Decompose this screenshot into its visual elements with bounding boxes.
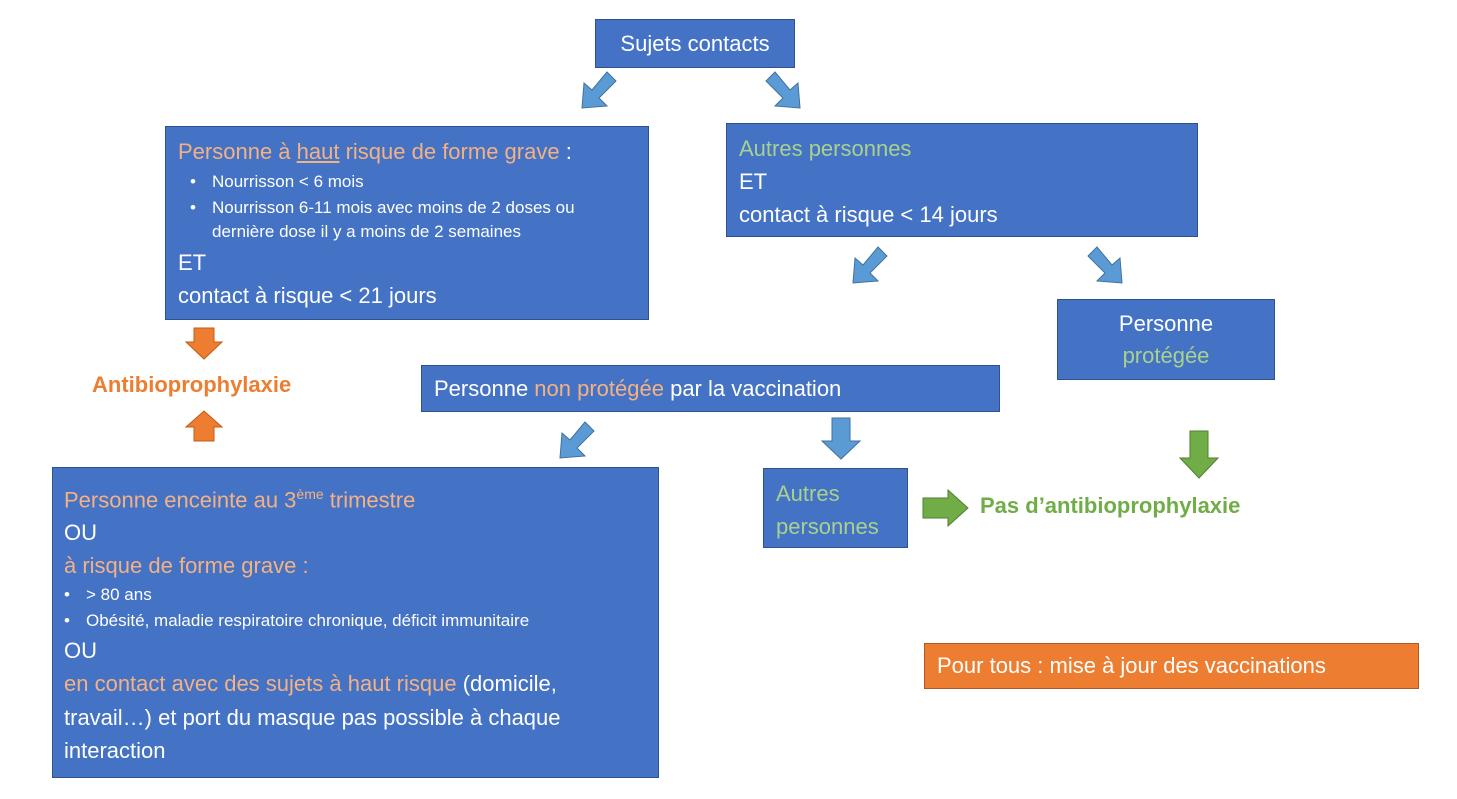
- arrow-down-right-icon: [1087, 246, 1123, 284]
- vaccination-update-box: Pour tous : mise à jour des vaccinations: [924, 643, 1419, 689]
- others-title: Autres personnes: [739, 136, 912, 161]
- arrow-down-right-icon: [765, 71, 801, 109]
- non-protected-label: Personne non protégée par la vaccination: [434, 375, 842, 401]
- pregnant-risk-box: Personne enceinte au 3ème trimestre OU à…: [52, 467, 659, 778]
- others-box: Autres personnes ET contact à risque < 1…: [726, 123, 1198, 237]
- high-risk-title: Personne à haut risque de forme grave :: [178, 139, 572, 164]
- arrow-down-left-icon: [559, 421, 595, 459]
- list-item: Obésité, maladie respiratoire chronique,…: [52, 608, 658, 634]
- non-protected-box: Personne non protégée par la vaccination: [421, 365, 1000, 412]
- risk-title: à risque de forme grave :: [64, 553, 309, 579]
- list-item: > 80 ans: [52, 582, 658, 608]
- arrow-down-left-icon: [581, 71, 617, 109]
- arrow-right-icon: [922, 488, 969, 528]
- ou-label: OU: [64, 520, 97, 546]
- other-persons-line2: personnes: [776, 514, 879, 539]
- high-risk-contact: contact à risque < 21 jours: [178, 283, 437, 308]
- pregnant-line: Personne enceinte au 3ème trimestre: [64, 486, 416, 513]
- arrow-up-icon: [184, 410, 224, 442]
- risk-bullets: > 80 ans Obésité, maladie respiratoire c…: [52, 582, 658, 634]
- arrow-down-icon: [820, 417, 862, 460]
- other-persons-line1: Autres: [776, 481, 840, 506]
- protected-box: Personne protégée: [1057, 299, 1275, 380]
- vaccination-update-label: Pour tous : mise à jour des vaccinations: [937, 653, 1326, 678]
- sujets-contacts-box: Sujets contacts: [595, 19, 795, 68]
- high-risk-box: Personne à haut risque de forme grave : …: [165, 126, 649, 320]
- contact-line-3: interaction: [64, 738, 166, 764]
- list-item: Nourrisson < 6 mois: [178, 169, 648, 195]
- protected-line1: Personne: [1118, 310, 1214, 336]
- antibioprophylaxie-label: Antibioprophylaxie: [92, 372, 292, 397]
- ou-label: OU: [64, 638, 97, 664]
- protected-line2: protégée: [1122, 342, 1210, 368]
- other-persons-box: Autres personnes: [763, 468, 908, 548]
- others-et: ET: [739, 169, 768, 194]
- list-item-continuation: dernière dose il y a moins de 2 semaines: [212, 222, 521, 241]
- sujets-contacts-label: Sujets contacts: [620, 30, 770, 56]
- arrow-down-icon: [1178, 430, 1220, 479]
- contact-line-2: travail…) et port du masque pas possible…: [64, 705, 561, 731]
- arrow-down-left-icon: [852, 246, 888, 284]
- high-risk-et: ET: [178, 250, 207, 275]
- high-risk-bullets: Nourrisson < 6 mois Nourrisson 6-11 mois…: [178, 169, 648, 221]
- no-antibioprophylaxie-label: Pas d’antibioprophylaxie: [980, 493, 1241, 518]
- contact-line-1: en contact avec des sujets à haut risque…: [64, 671, 557, 697]
- list-item: Nourrisson 6-11 mois avec moins de 2 dos…: [178, 195, 648, 221]
- others-contact: contact à risque < 14 jours: [739, 202, 998, 227]
- arrow-down-icon: [184, 327, 224, 360]
